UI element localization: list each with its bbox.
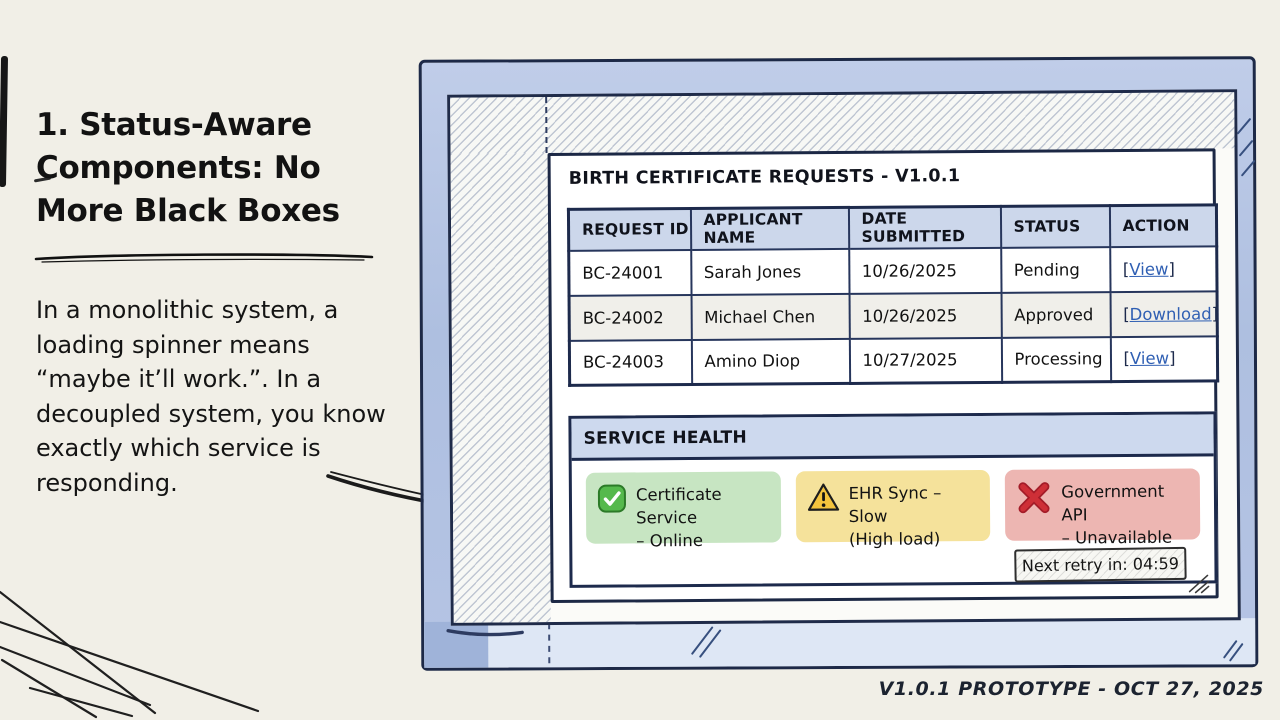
status-badge-government-api: Government API – Unavailable bbox=[1005, 468, 1201, 547]
col-action: ACTION bbox=[1109, 204, 1217, 247]
title-underline bbox=[34, 253, 374, 263]
frame-sketch-marks bbox=[446, 118, 1256, 662]
col-status: STATUS bbox=[1000, 205, 1110, 248]
status-cell: Approved bbox=[1001, 291, 1111, 338]
retry-countdown: Next retry in: 04:59 bbox=[1014, 546, 1187, 583]
resize-corner-icon bbox=[1188, 574, 1210, 594]
bracket: ] bbox=[1211, 303, 1219, 323]
date-cell: 10/26/2025 bbox=[848, 247, 1002, 294]
sketch-edge-bar bbox=[0, 55, 9, 188]
service-health-section: SERVICE HEALTH Certificate Service – Onl… bbox=[568, 411, 1218, 588]
status-badge-label: Certificate Service – Online bbox=[635, 484, 722, 551]
service-health-title: SERVICE HEALTH bbox=[571, 414, 1214, 461]
applicant-name-cell: Michael Chen bbox=[691, 293, 850, 340]
table-row: BC-24003 Amino Diop 10/27/2025 Processin… bbox=[569, 335, 1218, 386]
hatched-margin-left bbox=[450, 153, 551, 623]
col-date-submitted: DATE SUBMITTED bbox=[848, 206, 1001, 249]
status-badge-certificate-service: Certificate Service – Online bbox=[585, 471, 781, 550]
hatched-margin-top bbox=[450, 92, 1235, 154]
action-cell: [View] bbox=[1109, 245, 1218, 292]
date-cell: 10/26/2025 bbox=[849, 292, 1002, 339]
page-title: 1. Status-Aware Components: No More Blac… bbox=[36, 107, 340, 229]
warning-icon bbox=[807, 483, 839, 511]
bracket: ] bbox=[1169, 348, 1176, 368]
request-id-cell: BC-24001 bbox=[568, 249, 692, 296]
check-icon bbox=[597, 484, 626, 513]
date-cell: 10/27/2025 bbox=[849, 337, 1002, 384]
corner-sketch-lines bbox=[0, 590, 260, 719]
dashed-guide-top bbox=[545, 97, 548, 154]
status-cell: Pending bbox=[1000, 246, 1111, 293]
service-badges: Certificate Service – Online EHR Sync – … bbox=[585, 468, 1201, 550]
status-badge-label: Government API – Unavailable bbox=[1061, 481, 1173, 548]
status-cell: Processing bbox=[1001, 336, 1111, 383]
bracket: ] bbox=[1168, 259, 1175, 279]
action-cell: [Download] bbox=[1110, 290, 1219, 337]
status-badge-label: EHR Sync – Slow (High load) bbox=[848, 483, 942, 549]
app-window: BIRTH CERTIFICATE REQUESTS - V1.0.1 REQU… bbox=[418, 56, 1259, 671]
request-id-cell: BC-24003 bbox=[569, 339, 692, 386]
status-badge-ehr-sync: EHR Sync – Slow (High load) bbox=[795, 469, 991, 549]
view-link[interactable]: View bbox=[1129, 259, 1169, 279]
requests-table: REQUEST ID APPLICANT NAME DATE SUBMITTED… bbox=[566, 203, 1220, 387]
applicant-name-cell: Sarah Jones bbox=[690, 248, 850, 295]
action-cell: [View] bbox=[1110, 335, 1218, 382]
page-sheet: BIRTH CERTIFICATE REQUESTS - V1.0.1 REQU… bbox=[447, 89, 1241, 626]
col-applicant-name: APPLICANT NAME bbox=[690, 207, 849, 250]
request-id-cell: BC-24002 bbox=[569, 294, 692, 341]
table-header-row: REQUEST ID APPLICANT NAME DATE SUBMITTED… bbox=[568, 204, 1217, 251]
col-request-id: REQUEST ID bbox=[568, 208, 691, 251]
download-link[interactable]: Download bbox=[1129, 303, 1212, 324]
panel-title: BIRTH CERTIFICATE REQUESTS - V1.0.1 bbox=[568, 166, 961, 189]
applicant-name-cell: Amino Diop bbox=[691, 338, 850, 385]
cross-icon bbox=[1018, 482, 1050, 514]
version-caption: V1.0.1 PROTOTYPE - OCT 27, 2025 bbox=[878, 678, 1264, 700]
description-text: In a monolithic system, a loading spinne… bbox=[36, 296, 386, 497]
view-link[interactable]: View bbox=[1129, 348, 1170, 369]
table-row: BC-24002 Michael Chen 10/26/2025 Approve… bbox=[569, 290, 1219, 341]
main-panel: BIRTH CERTIFICATE REQUESTS - V1.0.1 REQU… bbox=[547, 148, 1220, 604]
table-row: BC-24001 Sarah Jones 10/26/2025 Pending … bbox=[568, 245, 1218, 296]
